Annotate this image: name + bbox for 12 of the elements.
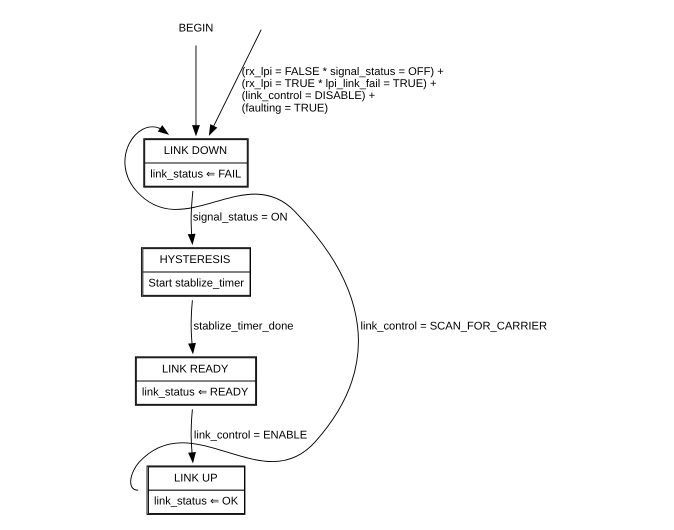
edge-label: link_control = ENABLE	[193, 430, 307, 442]
arrow	[187, 190, 196, 246]
edge-label: (rx_lpi = FALSE * signal_status = OFF) + (rx_lpi = TRUE * lpi_link_fail = TRUE) + (link_control = DISABLE) + (faulting = TRUE)	[241, 66, 444, 114]
edge-label: link_control = SCAN_FOR_CARRIER	[360, 320, 547, 332]
node-text: BEGIN	[178, 22, 213, 35]
arrow	[188, 300, 196, 354]
arrow	[188, 408, 196, 464]
edge-label: signal_status = ON	[192, 211, 288, 224]
arrow	[208, 29, 262, 136]
arrow	[192, 45, 200, 136]
arrow	[124, 125, 358, 491]
edge-label: stablize_timer_done	[193, 320, 294, 332]
